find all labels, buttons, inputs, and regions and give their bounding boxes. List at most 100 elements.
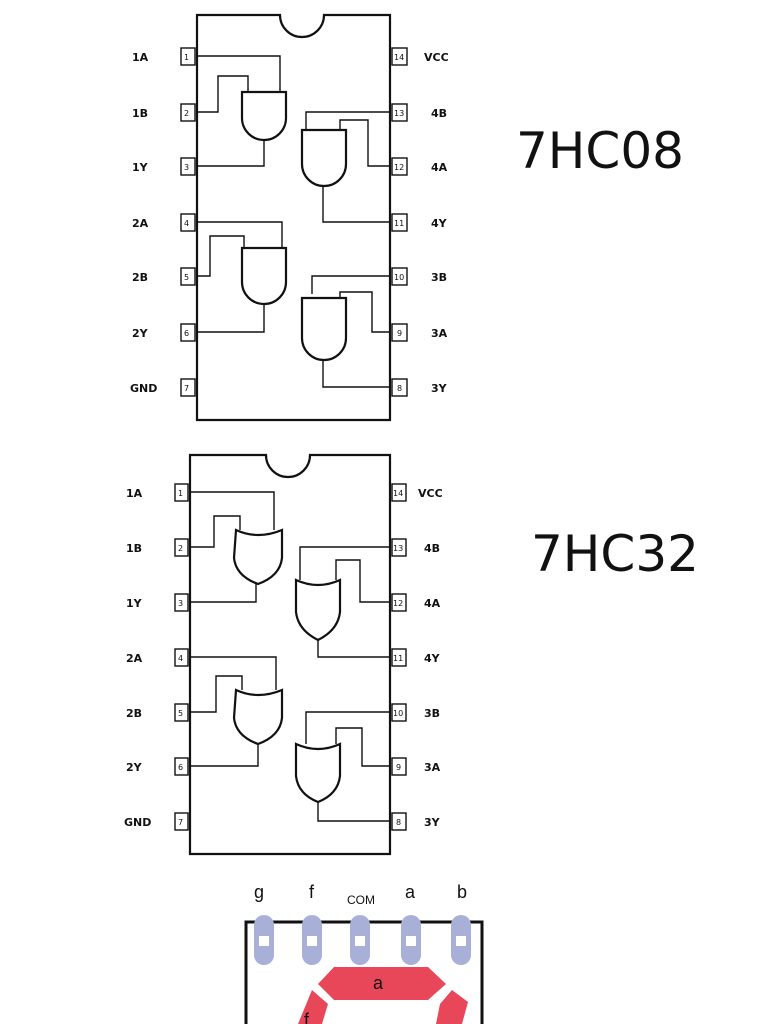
pin-label: GND — [130, 382, 157, 395]
pin-label-com: COM — [347, 893, 375, 907]
pin-hole — [456, 936, 466, 946]
pin-box — [391, 648, 407, 667]
pin-label-g: g — [254, 882, 264, 902]
pin-box — [180, 378, 196, 397]
pin-number: 11 — [393, 654, 403, 663]
pin-label: GND — [124, 816, 151, 829]
pin-hole — [406, 936, 416, 946]
chip-part-label: 7HC32 — [531, 525, 699, 583]
pin-label: 2Y — [126, 761, 143, 774]
pin-label: 4A — [431, 161, 448, 174]
pin-box — [391, 757, 407, 776]
pin-number: 6 — [178, 763, 183, 772]
segment-pin-pads — [254, 915, 471, 965]
pin-box — [391, 157, 408, 176]
pin-box — [174, 757, 189, 776]
segment-f-label: f — [304, 1010, 310, 1024]
chip-7hc08: 1A 1B 1Y 2A 2B 2Y GND 1 2 3 4 5 6 7 14 1… — [130, 13, 684, 422]
pin-label: VCC — [424, 51, 449, 64]
pin-number: 7 — [178, 818, 183, 827]
chip-7hc32: 1A 1B 1Y 2A 2B 2Y GND 1 2 3 4 5 6 7 14 1… — [124, 453, 699, 856]
pin-box — [174, 483, 189, 502]
pin-box — [391, 538, 407, 557]
pin-number: 1 — [178, 489, 183, 498]
pin-label: 3Y — [431, 382, 448, 395]
and-gate — [300, 296, 348, 362]
pin-number: 5 — [178, 709, 183, 718]
pin-box — [391, 323, 408, 342]
pin-box — [391, 47, 408, 66]
segment-a — [318, 967, 446, 1000]
pin-hole — [307, 936, 317, 946]
pin-number: 12 — [394, 163, 404, 172]
chip-part-label: 7HC08 — [516, 122, 684, 180]
pin-label-f: f — [309, 882, 315, 902]
or-gate — [232, 688, 284, 746]
pin-number: 1 — [184, 53, 189, 62]
pin-number: 10 — [393, 709, 403, 718]
pin-box — [180, 213, 196, 232]
pin-box — [391, 378, 408, 397]
pin-number: 7 — [184, 384, 189, 393]
pin-box — [391, 267, 408, 286]
pin-box — [180, 157, 196, 176]
pin-label-a: a — [405, 882, 416, 902]
pin-box — [180, 323, 196, 342]
pin-box — [180, 47, 196, 66]
pin-label: 3A — [431, 327, 448, 340]
pin-number: 14 — [394, 53, 404, 62]
or-gate — [294, 742, 342, 804]
pin-label: 4B — [431, 107, 447, 120]
pin-label: 4Y — [424, 652, 441, 665]
pin-label: 1B — [126, 542, 142, 555]
pin-number: 11 — [394, 219, 404, 228]
pin-number: 9 — [397, 329, 402, 338]
or-gate — [232, 528, 284, 586]
pin-label: 2Y — [132, 327, 149, 340]
pin-label: 4Y — [431, 217, 448, 230]
pin-box — [391, 213, 408, 232]
chip-7hc08-wiring — [197, 55, 390, 388]
and-gate — [240, 90, 288, 142]
pin-number: 10 — [394, 273, 404, 282]
and-gate — [240, 246, 288, 306]
seven-segment-display: g f COM a b a f — [244, 882, 484, 1024]
pin-box — [174, 538, 189, 557]
pin-label: 4A — [424, 597, 441, 610]
or-gate — [294, 578, 342, 642]
pin-number: 4 — [184, 219, 189, 228]
pin-label: 4B — [424, 542, 440, 555]
pin-box — [174, 648, 189, 667]
pin-number: 2 — [178, 544, 183, 553]
pin-number: 6 — [184, 329, 189, 338]
pin-number: 4 — [178, 654, 183, 663]
pin-number: 13 — [393, 544, 403, 553]
segment-f — [298, 990, 328, 1024]
chip-7hc32-wiring — [190, 491, 390, 822]
pin-box — [391, 812, 407, 831]
pin-label: 1A — [132, 51, 149, 64]
pin-box — [391, 593, 407, 612]
pin-label: 3Y — [424, 816, 441, 829]
pin-box — [174, 593, 189, 612]
pin-label: 1Y — [126, 597, 143, 610]
pin-label: 3B — [431, 271, 447, 284]
chip-7hc08-left-pins: 1A 1B 1Y 2A 2B 2Y GND 1 2 3 4 5 6 7 — [130, 47, 196, 397]
pin-box — [391, 703, 407, 722]
chip-7hc08-gates — [240, 90, 348, 362]
pin-hole — [355, 936, 365, 946]
pin-label: 2B — [126, 707, 142, 720]
pin-label: 3B — [424, 707, 440, 720]
pin-number: 9 — [396, 763, 401, 772]
pin-box — [391, 483, 407, 502]
pin-number: 2 — [184, 109, 189, 118]
segment-pin-labels: g f COM a b — [254, 882, 467, 907]
pin-label: 2A — [132, 217, 149, 230]
chip-7hc32-left-pins: 1A 1B 1Y 2A 2B 2Y GND 1 2 3 4 5 6 7 — [124, 483, 189, 831]
chip-7hc32-right-pins: 14 13 12 11 10 9 8 VCC 4B 4A 4Y 3B 3A 3Y — [391, 483, 443, 831]
pin-box — [174, 812, 189, 831]
pin-label: 1A — [126, 487, 143, 500]
and-gate — [300, 128, 348, 188]
pin-number: 5 — [184, 273, 189, 282]
